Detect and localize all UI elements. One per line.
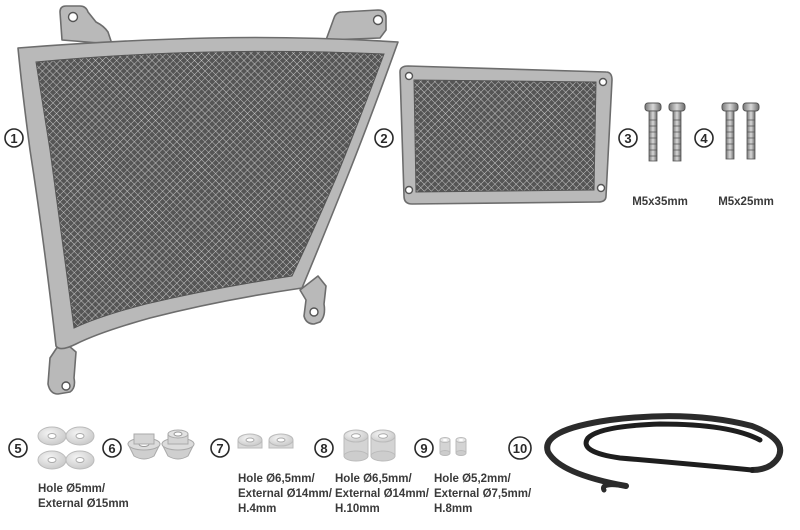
- svg-text:9: 9: [420, 441, 427, 456]
- caption-part-3: M5x35mm: [632, 196, 688, 208]
- bolts-m5x35: [644, 102, 686, 162]
- part-number-3: 3: [618, 128, 638, 148]
- part-number-2: 2: [374, 128, 394, 148]
- caption-part-5-line-1: Hole Ø5mm/: [38, 483, 106, 495]
- washers-flat: [37, 426, 95, 470]
- svg-text:4: 4: [700, 131, 708, 146]
- spacers-h4: [237, 433, 294, 449]
- part-number-8: 8: [314, 438, 334, 458]
- caption-part-5-line-2: External Ø15mm: [38, 498, 129, 510]
- caption-part-9-line-2: External Ø7,5mm/: [434, 488, 532, 500]
- caption-part-4: M5x25mm: [718, 196, 774, 208]
- caption-part-8-line-1: Hole Ø6,5mm/: [335, 473, 412, 485]
- part-number-10: 10: [508, 436, 532, 460]
- rubber-strip: [544, 413, 784, 493]
- svg-text:7: 7: [216, 441, 223, 456]
- caption-part-8-line-2: External Ø14mm/: [335, 488, 430, 500]
- radiator-guard-large: [17, 5, 399, 395]
- caption-part-8-line-3: H.10mm: [335, 503, 380, 515]
- bolt: [742, 102, 760, 160]
- part-number-7: 7: [210, 438, 230, 458]
- svg-text:10: 10: [513, 441, 527, 456]
- bolts-m5x25: [721, 102, 760, 160]
- spacers-conical: [127, 429, 195, 460]
- part-number-5: 5: [8, 438, 28, 458]
- spacers-h8: [439, 437, 467, 456]
- part-number-9: 9: [414, 438, 434, 458]
- svg-text:1: 1: [10, 131, 17, 146]
- caption-part-9-line-3: H.8mm: [434, 503, 472, 515]
- svg-text:2: 2: [380, 131, 387, 146]
- caption-part-7-line-3: H.4mm: [238, 503, 276, 515]
- part-number-1: 1: [4, 128, 24, 148]
- caption-part-7-line-1: Hole Ø6,5mm/: [238, 473, 315, 485]
- svg-text:6: 6: [108, 441, 115, 456]
- bolt: [644, 102, 662, 162]
- bolt: [668, 102, 686, 162]
- caption-part-7-line-2: External Ø14mm/: [238, 488, 333, 500]
- part-number-4: 4: [694, 128, 714, 148]
- bolt: [721, 102, 739, 160]
- svg-text:5: 5: [14, 441, 21, 456]
- part-number-6: 6: [102, 438, 122, 458]
- spacers-h10: [343, 429, 396, 462]
- caption-part-9-line-1: Hole Ø5,2mm/: [434, 473, 511, 485]
- radiator-guard-small: [399, 65, 613, 205]
- svg-text:8: 8: [320, 441, 327, 456]
- svg-text:3: 3: [624, 131, 631, 146]
